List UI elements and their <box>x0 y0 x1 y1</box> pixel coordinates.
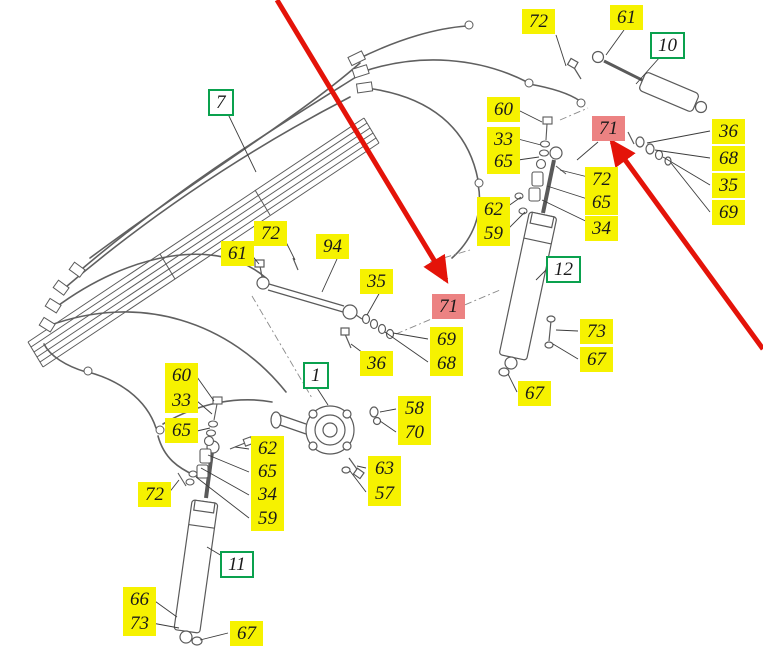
red-arrow-upper-left <box>274 0 449 284</box>
label-62-left[interactable]: 62 <box>251 436 284 461</box>
label-72-top[interactable]: 72 <box>522 9 555 34</box>
cylinder-12 <box>498 146 563 377</box>
label-1-assembly[interactable]: 1 <box>303 362 329 389</box>
label-57[interactable]: 57 <box>368 481 401 506</box>
label-36-center[interactable]: 36 <box>360 351 393 376</box>
label-71-highlight-right[interactable]: 71 <box>592 116 625 141</box>
label-12-assembly[interactable]: 12 <box>546 256 581 283</box>
label-72-left[interactable]: 72 <box>138 482 171 507</box>
leader-lines <box>151 29 711 641</box>
label-65-left-b[interactable]: 65 <box>251 459 284 484</box>
label-61-top[interactable]: 61 <box>610 5 643 30</box>
label-72-center[interactable]: 72 <box>254 221 287 246</box>
label-68-right[interactable]: 68 <box>712 146 745 171</box>
label-34-right[interactable]: 34 <box>585 216 618 241</box>
hose-fittings <box>38 20 586 435</box>
label-34-left[interactable]: 34 <box>251 482 284 507</box>
tie-rod-94 <box>254 257 395 349</box>
red-annotation-arrows <box>274 0 763 351</box>
label-61-center[interactable]: 61 <box>221 241 254 266</box>
label-68-center[interactable]: 68 <box>430 351 463 376</box>
label-11-assembly[interactable]: 11 <box>220 551 254 578</box>
lower-link-parts <box>177 396 254 487</box>
label-59-right[interactable]: 59 <box>477 221 510 246</box>
label-65-left-a[interactable]: 65 <box>165 418 198 443</box>
hub-part-1 <box>270 405 382 480</box>
label-65-right-a[interactable]: 65 <box>487 149 520 174</box>
label-72-right[interactable]: 72 <box>585 167 618 192</box>
label-65-right-b[interactable]: 65 <box>585 190 618 215</box>
label-63[interactable]: 63 <box>368 456 401 481</box>
label-62-right[interactable]: 62 <box>477 197 510 222</box>
label-71-highlight-center[interactable]: 71 <box>432 294 465 319</box>
steering-cylinder-10 <box>566 50 708 166</box>
label-94-center[interactable]: 94 <box>316 234 349 259</box>
label-35-right[interactable]: 35 <box>712 173 745 198</box>
label-10-assembly[interactable]: 10 <box>650 32 685 59</box>
label-33-right[interactable]: 33 <box>487 127 520 152</box>
label-33-left[interactable]: 33 <box>165 388 198 413</box>
label-67-bottom[interactable]: 67 <box>230 621 263 646</box>
label-60-left[interactable]: 60 <box>165 363 198 388</box>
label-67-right[interactable]: 67 <box>580 347 613 372</box>
label-60-right[interactable]: 60 <box>487 97 520 122</box>
label-69-right[interactable]: 69 <box>712 200 745 225</box>
upper-link-parts <box>514 116 567 215</box>
label-67-center[interactable]: 67 <box>518 381 551 406</box>
red-arrow-lower-right <box>609 138 763 351</box>
label-7-assembly[interactable]: 7 <box>208 89 234 116</box>
label-58[interactable]: 58 <box>398 396 431 421</box>
label-59-left[interactable]: 59 <box>251 506 284 531</box>
cylinder-11 <box>173 440 220 646</box>
label-73-left[interactable]: 73 <box>123 611 156 636</box>
label-36-right[interactable]: 36 <box>712 119 745 144</box>
label-70[interactable]: 70 <box>398 420 431 445</box>
label-69-center[interactable]: 69 <box>430 327 463 352</box>
label-73-right[interactable]: 73 <box>580 319 613 344</box>
label-66[interactable]: 66 <box>123 587 156 612</box>
label-35-center[interactable]: 35 <box>360 269 393 294</box>
